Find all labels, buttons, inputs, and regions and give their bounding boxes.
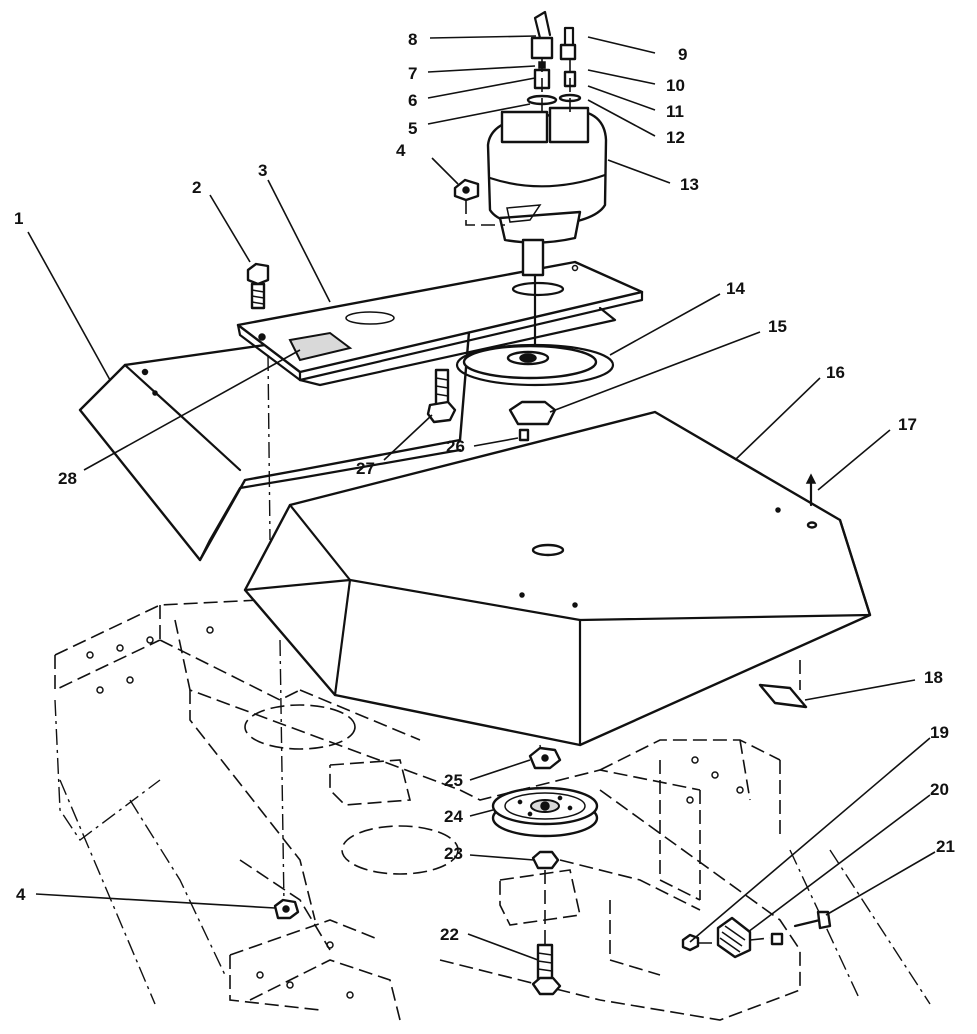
electric-motor: [486, 106, 608, 277]
callout-4-upper: 4: [396, 141, 406, 160]
deck-housing: [243, 410, 872, 747]
callout-23: 23: [444, 844, 463, 863]
leader-lines: [27, 35, 936, 961]
pulley-nut: [508, 400, 557, 442]
callout-18: 18: [924, 668, 943, 687]
spindle-bolt: [426, 368, 457, 424]
deck-clip: [758, 660, 808, 709]
callout-19: 19: [930, 723, 949, 742]
flange-nut-upper: [453, 178, 505, 226]
callout-26: 26: [446, 437, 465, 456]
callout-4-lower: 4: [16, 885, 26, 904]
callout-7: 7: [408, 64, 417, 83]
callout-28: 28: [58, 469, 77, 488]
callout-10: 10: [666, 76, 685, 95]
motor-pulley-belt: [455, 273, 615, 387]
callout-1: 1: [14, 209, 23, 228]
callout-27: 27: [356, 459, 375, 478]
callout-3: 3: [258, 161, 267, 180]
alignment-line-frame: [279, 639, 285, 906]
deck-screw: [805, 473, 817, 507]
callout-21: 21: [936, 837, 955, 856]
callout-13: 13: [680, 175, 699, 194]
lower-pulley-stack: [491, 746, 599, 996]
callout-6: 6: [408, 91, 417, 110]
callout-2: 2: [192, 178, 201, 197]
callout-22: 22: [440, 925, 459, 944]
callout-5: 5: [408, 119, 417, 138]
callout-14: 14: [726, 279, 745, 298]
motor-hardware-stack: [526, 10, 582, 115]
callout-12: 12: [666, 128, 685, 147]
callout-20: 20: [930, 780, 949, 799]
callout-25: 25: [444, 771, 463, 790]
callout-24: 24: [444, 807, 463, 826]
callout-11: 11: [666, 102, 684, 121]
callout-labels: 1 2 3 4 4 5 6 7 8 9 10 11 12 13 14 15 16…: [14, 30, 955, 944]
mower-frame: [54, 599, 931, 1021]
carriage-bolt: [246, 262, 270, 310]
flange-nut-lower: [273, 898, 300, 920]
discharge-chute: [78, 318, 472, 562]
switch-hardware: [681, 910, 832, 959]
callout-15: 15: [768, 317, 787, 336]
motor-mount-plate: [236, 260, 644, 387]
callout-8: 8: [408, 30, 417, 49]
callout-16: 16: [826, 363, 845, 382]
alignment-line-left: [267, 354, 271, 541]
callout-17: 17: [898, 415, 917, 434]
callout-9: 9: [678, 45, 687, 64]
